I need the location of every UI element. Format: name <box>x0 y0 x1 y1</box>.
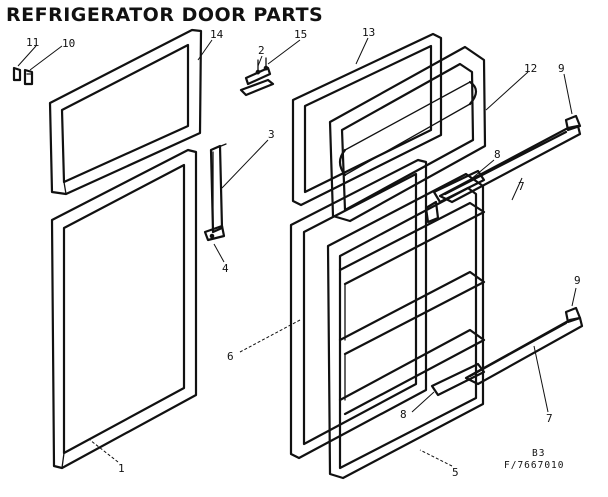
part-freezer-door-liner <box>328 45 487 223</box>
callout-6: 6 <box>227 350 234 363</box>
leader-lines <box>17 37 577 467</box>
callout-1: 1 <box>118 462 125 475</box>
callout-7-lower: 7 <box>546 412 553 425</box>
callout-8-lower: 8 <box>400 408 407 421</box>
callout-2: 2 <box>258 44 265 57</box>
callout-9-upper: 9 <box>558 62 565 75</box>
part-fresh-food-door-liner <box>326 172 486 480</box>
callout-15: 15 <box>294 28 307 41</box>
callout-3: 3 <box>268 128 275 141</box>
callout-5: 5 <box>452 466 459 479</box>
part-fresh-food-gasket <box>50 148 198 470</box>
part-center-hinge <box>203 143 227 242</box>
part-freezer-gasket <box>48 28 203 196</box>
reference-code-line-1: B3 <box>532 448 545 459</box>
diagram-title: REFRIGERATOR DOOR PARTS <box>6 4 323 26</box>
callout-9-lower: 9 <box>574 274 581 287</box>
callout-12: 12 <box>524 62 537 75</box>
callout-10: 10 <box>62 37 75 50</box>
callout-4: 4 <box>222 262 229 275</box>
part-handle-trim <box>239 57 275 97</box>
part-clips <box>12 66 34 86</box>
callout-labels: 11 10 14 2 15 13 12 9 3 8 7 4 9 6 8 7 1 … <box>26 26 581 479</box>
callout-14: 14 <box>210 28 224 41</box>
part-fresh-food-door-panel <box>289 158 428 460</box>
part-upper-shelf-bin <box>424 169 486 224</box>
callout-8-upper: 8 <box>494 148 501 161</box>
reference-code-line-2: F/7667010 <box>504 460 564 471</box>
callout-7-upper: 7 <box>518 180 525 193</box>
callout-13: 13 <box>362 26 375 39</box>
part-lower-shelf-rail <box>464 306 584 386</box>
callout-11: 11 <box>26 36 39 49</box>
part-lower-shelf-bin <box>430 362 486 397</box>
part-upper-shelf-rail <box>438 114 582 204</box>
part-freezer-door-panel <box>291 32 443 207</box>
